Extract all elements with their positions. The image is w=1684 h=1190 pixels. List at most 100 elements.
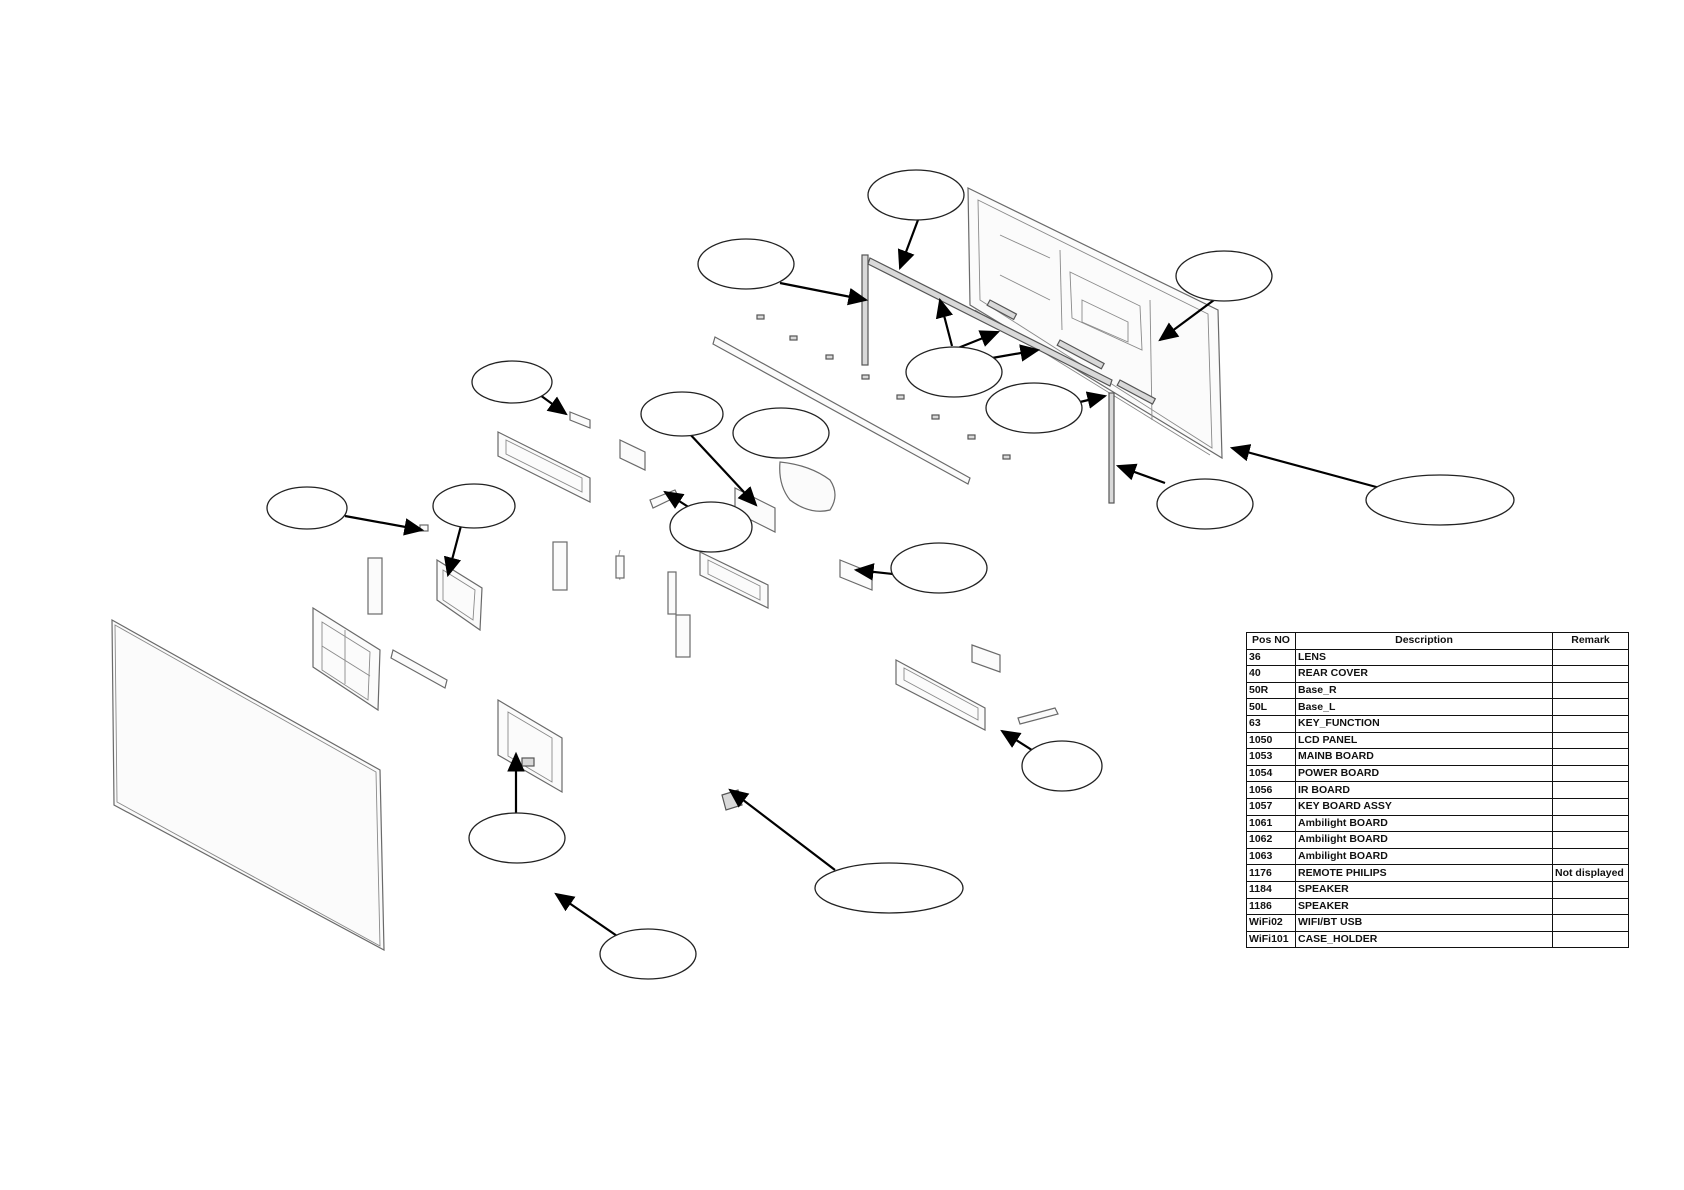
- cell-pos: 1053: [1246, 748, 1296, 766]
- cell-pos: 1061: [1246, 814, 1296, 833]
- cell-remark: [1552, 847, 1629, 866]
- key-board-assy-part: [390, 649, 448, 689]
- speaker-right: [779, 461, 836, 512]
- cell-description: Base_L: [1295, 698, 1553, 716]
- power-board-part: [312, 606, 381, 712]
- cell-remark: [1552, 781, 1629, 799]
- cell-remark: [1552, 914, 1629, 932]
- cell-description: CASE_HOLDER: [1295, 930, 1553, 949]
- lcd-panel-part: [111, 618, 385, 952]
- remote-part: [1017, 707, 1059, 725]
- cell-remark: [1552, 764, 1629, 783]
- cell-description: Base_R: [1295, 681, 1553, 700]
- cell-pos: WiFi101: [1246, 930, 1296, 949]
- cell-description: SPEAKER: [1295, 880, 1553, 899]
- cell-pos: WiFi02: [1246, 914, 1296, 932]
- case-holder-part: [721, 789, 743, 811]
- cell-pos: 1186: [1246, 897, 1296, 916]
- main-board-lower-part: [497, 698, 563, 794]
- parts-table-header-row: Pos NO Description Remark: [1246, 632, 1629, 650]
- cell-description: KEY_FUNCTION: [1295, 714, 1553, 733]
- cell-remark: [1552, 681, 1629, 700]
- cell-description: IR BOARD: [1295, 781, 1553, 799]
- cell-description: MAINB BOARD: [1295, 748, 1553, 766]
- cell-remark: [1552, 880, 1629, 899]
- cell-remark: [1552, 748, 1629, 766]
- key-function-part: [649, 489, 679, 509]
- cell-description: Ambilight BOARD: [1295, 814, 1553, 833]
- cell-remark: [1552, 814, 1629, 833]
- small-clip-upper: [569, 411, 591, 429]
- cell-remark: [1552, 698, 1629, 716]
- vertical-bracket-3: [667, 571, 677, 615]
- bracket-middle: [699, 551, 769, 609]
- bracket-left-upper: [497, 431, 591, 503]
- cell-pos: 1057: [1246, 797, 1296, 816]
- cell-remark: [1552, 714, 1629, 733]
- clip-block: [619, 439, 646, 471]
- header-remark: Remark: [1552, 632, 1629, 650]
- header-pos: Pos NO: [1246, 632, 1296, 650]
- base-stand-part: [971, 644, 1001, 673]
- cell-pos: 50R: [1246, 681, 1296, 700]
- mainb-board-part: [436, 558, 483, 632]
- cell-description: LENS: [1295, 648, 1553, 667]
- cell-description: POWER BOARD: [1295, 764, 1553, 783]
- cell-remark: [1552, 665, 1629, 683]
- light-bar-part: [712, 336, 971, 485]
- cell-description: Ambilight BOARD: [1295, 847, 1553, 866]
- cell-pos: 1056: [1246, 781, 1296, 799]
- cell-description: KEY BOARD ASSY: [1295, 797, 1553, 816]
- wifi-bt-usb-part: [839, 559, 873, 591]
- cell-pos: 1062: [1246, 831, 1296, 849]
- bracket-right-lower: [895, 658, 986, 731]
- ir-board-part: [367, 557, 383, 615]
- cell-pos: 63: [1246, 714, 1296, 733]
- cell-remark: [1552, 797, 1629, 816]
- cell-remark: [1552, 897, 1629, 916]
- vertical-bracket-4: [675, 614, 691, 658]
- ambilight-strip-right: [1108, 392, 1115, 504]
- cell-pos: 1184: [1246, 880, 1296, 899]
- cell-pos: 1054: [1246, 764, 1296, 783]
- cell-pos: 1050: [1246, 731, 1296, 750]
- rear-cover-part: [967, 187, 1223, 460]
- cell-remark: [1552, 648, 1629, 667]
- ambilight-strip-left: [861, 254, 869, 366]
- callout-bubbles: [266, 169, 1515, 980]
- vertical-bracket-2: [615, 549, 625, 581]
- vertical-bracket-1: [552, 541, 568, 591]
- cell-pos: 36: [1246, 648, 1296, 667]
- cell-description: Ambilight BOARD: [1295, 831, 1553, 849]
- cell-pos: 1063: [1246, 847, 1296, 866]
- cell-description: REAR COVER: [1295, 665, 1553, 683]
- cell-description: SPEAKER: [1295, 897, 1553, 916]
- cell-pos: 1176: [1246, 864, 1296, 882]
- cell-remark: [1552, 831, 1629, 849]
- cell-description: LCD PANEL: [1295, 731, 1553, 750]
- leader-arrows: [344, 219, 1381, 939]
- screws: [756, 314, 1011, 460]
- header-description: Description: [1295, 632, 1553, 650]
- cell-pos: 50L: [1246, 698, 1296, 716]
- cell-remark: [1552, 930, 1629, 949]
